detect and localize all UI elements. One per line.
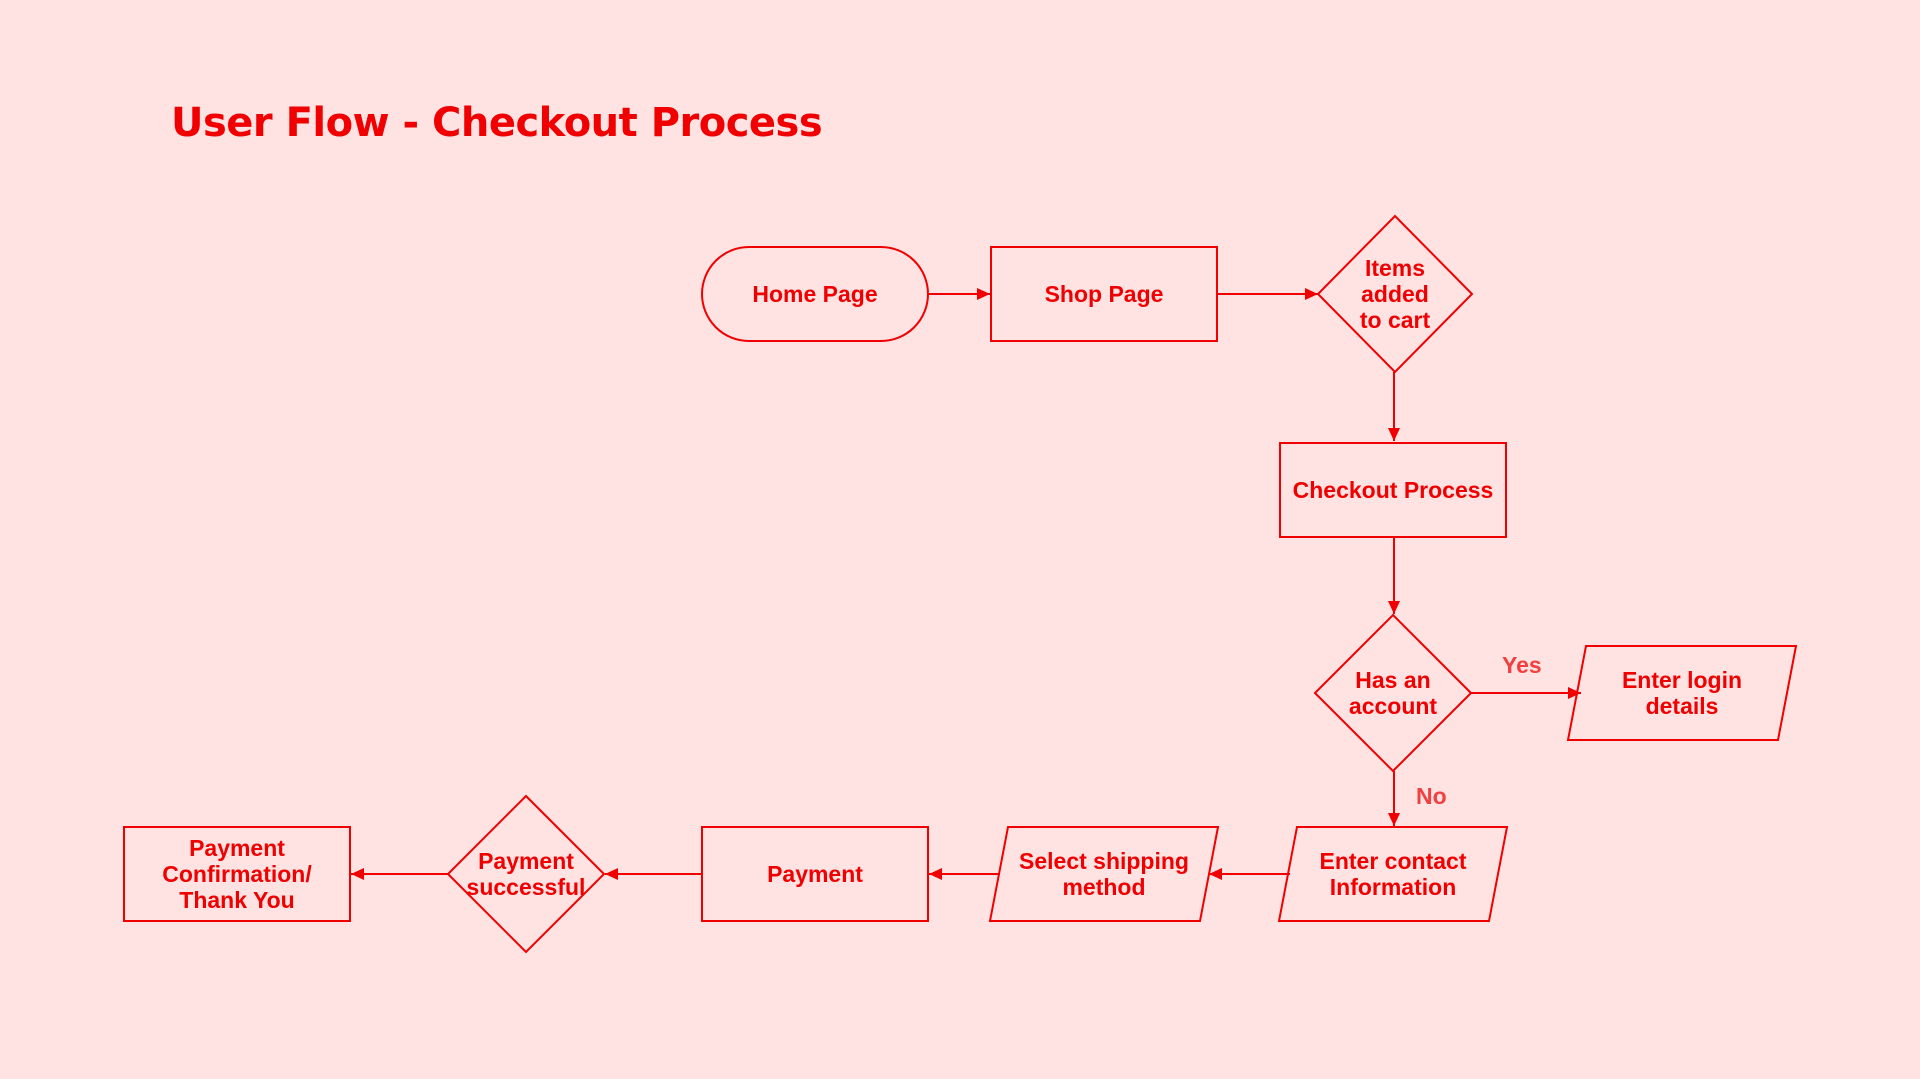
node-label: Shop Page (1045, 281, 1164, 307)
arrow-head-icon (1388, 813, 1400, 826)
edge-shipping-to-payment (929, 868, 1000, 880)
node-label: Checkout Process (1293, 477, 1494, 503)
edge-home-to-shop (928, 288, 990, 300)
node-label: account (1349, 693, 1438, 719)
node-label: Thank You (179, 887, 294, 913)
node-label: Select shipping (1019, 848, 1189, 874)
arrow-head-icon (1388, 601, 1400, 614)
parallelogram-shape (988, 826, 1220, 922)
node-label: Home Page (752, 281, 877, 307)
arrow-head-icon (1305, 288, 1318, 300)
node-label: Confirmation/ (162, 861, 312, 887)
node-label: Payment (767, 861, 863, 887)
node-label: Has an (1355, 667, 1430, 693)
node-label: Information (1330, 874, 1457, 900)
arrow-head-icon (1388, 428, 1400, 441)
node-payment: Payment (701, 826, 929, 922)
edge-cart-to-checkout (1388, 372, 1400, 441)
node-label: Enter login (1622, 667, 1742, 693)
edge-shop-to-cart (1217, 288, 1318, 300)
page-title: User Flow - Checkout Process (171, 100, 823, 146)
process-shape (701, 826, 929, 922)
parallelogram-shape (1566, 645, 1798, 741)
node-label: Payment (478, 848, 574, 874)
node-shop: Shop Page (990, 246, 1218, 342)
node-label: method (1062, 874, 1145, 900)
process-shape (1279, 442, 1507, 538)
edge-contact-to-shipping (1209, 868, 1290, 880)
terminator-shape (701, 246, 929, 342)
process-shape (123, 826, 351, 922)
parallelogram-shape (1277, 826, 1509, 922)
edge-label-no: No (1416, 783, 1447, 809)
arrow-head-icon (351, 868, 364, 880)
decision-shape (1313, 613, 1473, 773)
node-label: added (1361, 281, 1429, 307)
arrow-head-icon (1209, 868, 1222, 880)
process-shape (990, 246, 1218, 342)
edge-success-to-confirm (351, 868, 448, 880)
arrow-head-icon (605, 868, 618, 880)
arrow-head-icon (1568, 687, 1581, 699)
arrow-head-icon (929, 868, 942, 880)
node-label: to cart (1360, 307, 1431, 333)
edge-account-to-contact: No (1388, 771, 1447, 826)
edge-payment-to-success (605, 868, 702, 880)
decision-shape (1316, 214, 1474, 374)
decision-shape (446, 794, 606, 954)
node-label: Payment (189, 835, 285, 861)
node-label: successful (467, 874, 586, 900)
node-home: Home Page (701, 246, 929, 342)
node-label: Enter contact (1320, 848, 1467, 874)
node-label: details (1646, 693, 1719, 719)
node-checkout: Checkout Process (1279, 442, 1507, 538)
edge-account-to-login: Yes (1471, 652, 1581, 699)
arrow-head-icon (977, 288, 990, 300)
edge-label-yes: Yes (1502, 652, 1542, 678)
edge-checkout-to-account (1388, 537, 1400, 614)
node-label: Items (1365, 255, 1425, 281)
